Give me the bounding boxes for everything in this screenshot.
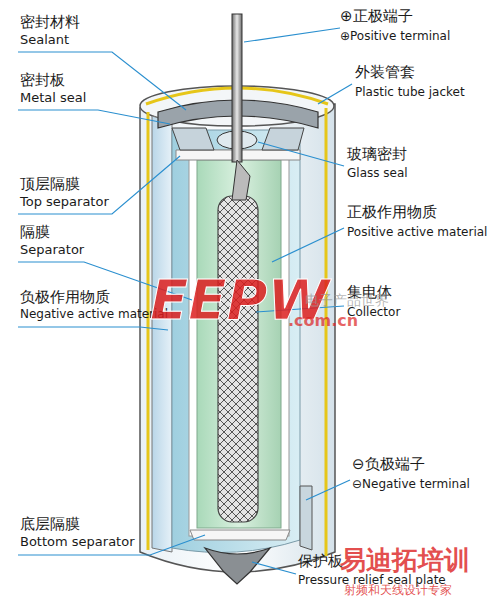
part-label: ⊖Negative terminal [352, 478, 470, 492]
part-label: Separator [20, 243, 84, 258]
part-label: Sealant [20, 33, 69, 48]
part-label: 负极作用物质 [20, 289, 110, 306]
part-label: Bottom separator [20, 535, 135, 550]
part-label: 顶层隔膜 [20, 176, 80, 193]
positive-material [197, 160, 281, 528]
watermark: 射频和天线设计专家 [344, 584, 452, 598]
part-label: ⊕Positive terminal [340, 30, 450, 44]
part-label: 外装管套 [355, 64, 415, 81]
part-label: Negative active material [20, 308, 168, 322]
leader-lines [18, 28, 352, 574]
pressure-plate [205, 548, 270, 584]
part-label: Top separator [20, 195, 109, 210]
part-label: 正极作用物质 [347, 204, 437, 221]
part-label: 保护板 [298, 553, 343, 570]
part-label: 底层隔膜 [20, 516, 80, 533]
part-label: 玻璃密封 [347, 146, 407, 163]
part-label: 密封板 [20, 72, 65, 89]
part-label: ⊕正极端子 [340, 8, 413, 25]
terminal-tab [232, 160, 250, 200]
part-label: 隔膜 [20, 224, 50, 241]
collector [218, 196, 258, 522]
negative-material [172, 130, 300, 553]
positive-terminal [232, 14, 242, 162]
part-label: Metal seal [20, 91, 86, 106]
cap-wall [172, 128, 214, 150]
metal-can [152, 116, 172, 552]
part-label: Plastic tube jacket [355, 86, 465, 100]
cap-wall [262, 128, 304, 150]
watermark: .com.cn [288, 312, 358, 330]
jacket-edge [147, 112, 150, 550]
part-label: Positive active material [347, 226, 487, 240]
part-label: Glass seal [347, 167, 408, 181]
part-label: ⊖负极端子 [352, 456, 425, 473]
plastic-jacket [140, 104, 335, 572]
watermark: 电子产品世界 [305, 292, 389, 308]
negative-terminal [300, 486, 312, 550]
separator [189, 150, 289, 536]
watermark: 易迪拓培训 [340, 546, 470, 576]
part-label: 密封材料 [20, 14, 80, 31]
